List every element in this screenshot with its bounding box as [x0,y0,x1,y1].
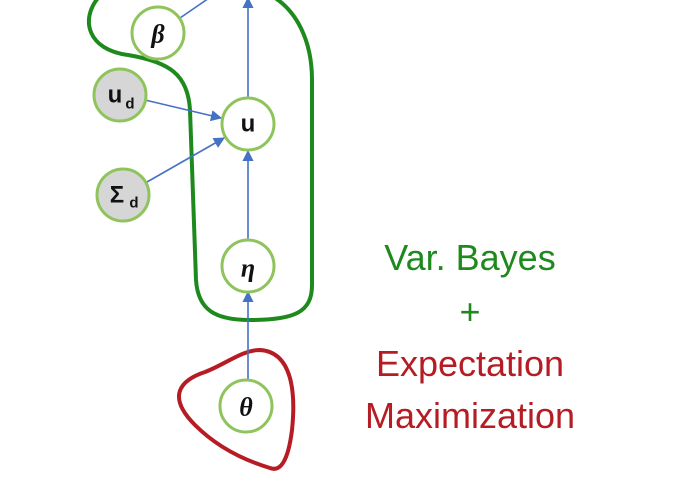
legend-var-bayes: Var. Bayes [384,237,556,278]
legend-maximization: Maximization [364,395,576,436]
node-u-d-subscript: d [125,96,134,113]
node-sigma-d: Σ d [95,167,151,223]
node-u-d: u d [92,67,148,123]
node-theta-label: θ [239,393,253,422]
node-u-label: u [241,111,256,138]
node-sigma-d-label: Σ [110,182,124,209]
node-sigma-d-subscript: d [129,195,138,212]
edge-ud-to-u [144,99,223,122]
node-u-d-label: u [108,82,123,109]
edge-beta-up [179,0,208,19]
em-region [177,348,296,471]
edge-sigmad-to-u [146,137,225,183]
node-u: u [220,96,276,152]
node-eta-label: η [241,254,255,283]
node-theta: θ [218,378,274,434]
node-beta-label: β [150,20,165,49]
legend-plus: + [459,291,481,332]
var-bayes-region [86,0,314,322]
node-eta: η [220,238,276,294]
legend-expectation: Expectation [375,343,565,384]
node-beta: β [130,5,186,61]
